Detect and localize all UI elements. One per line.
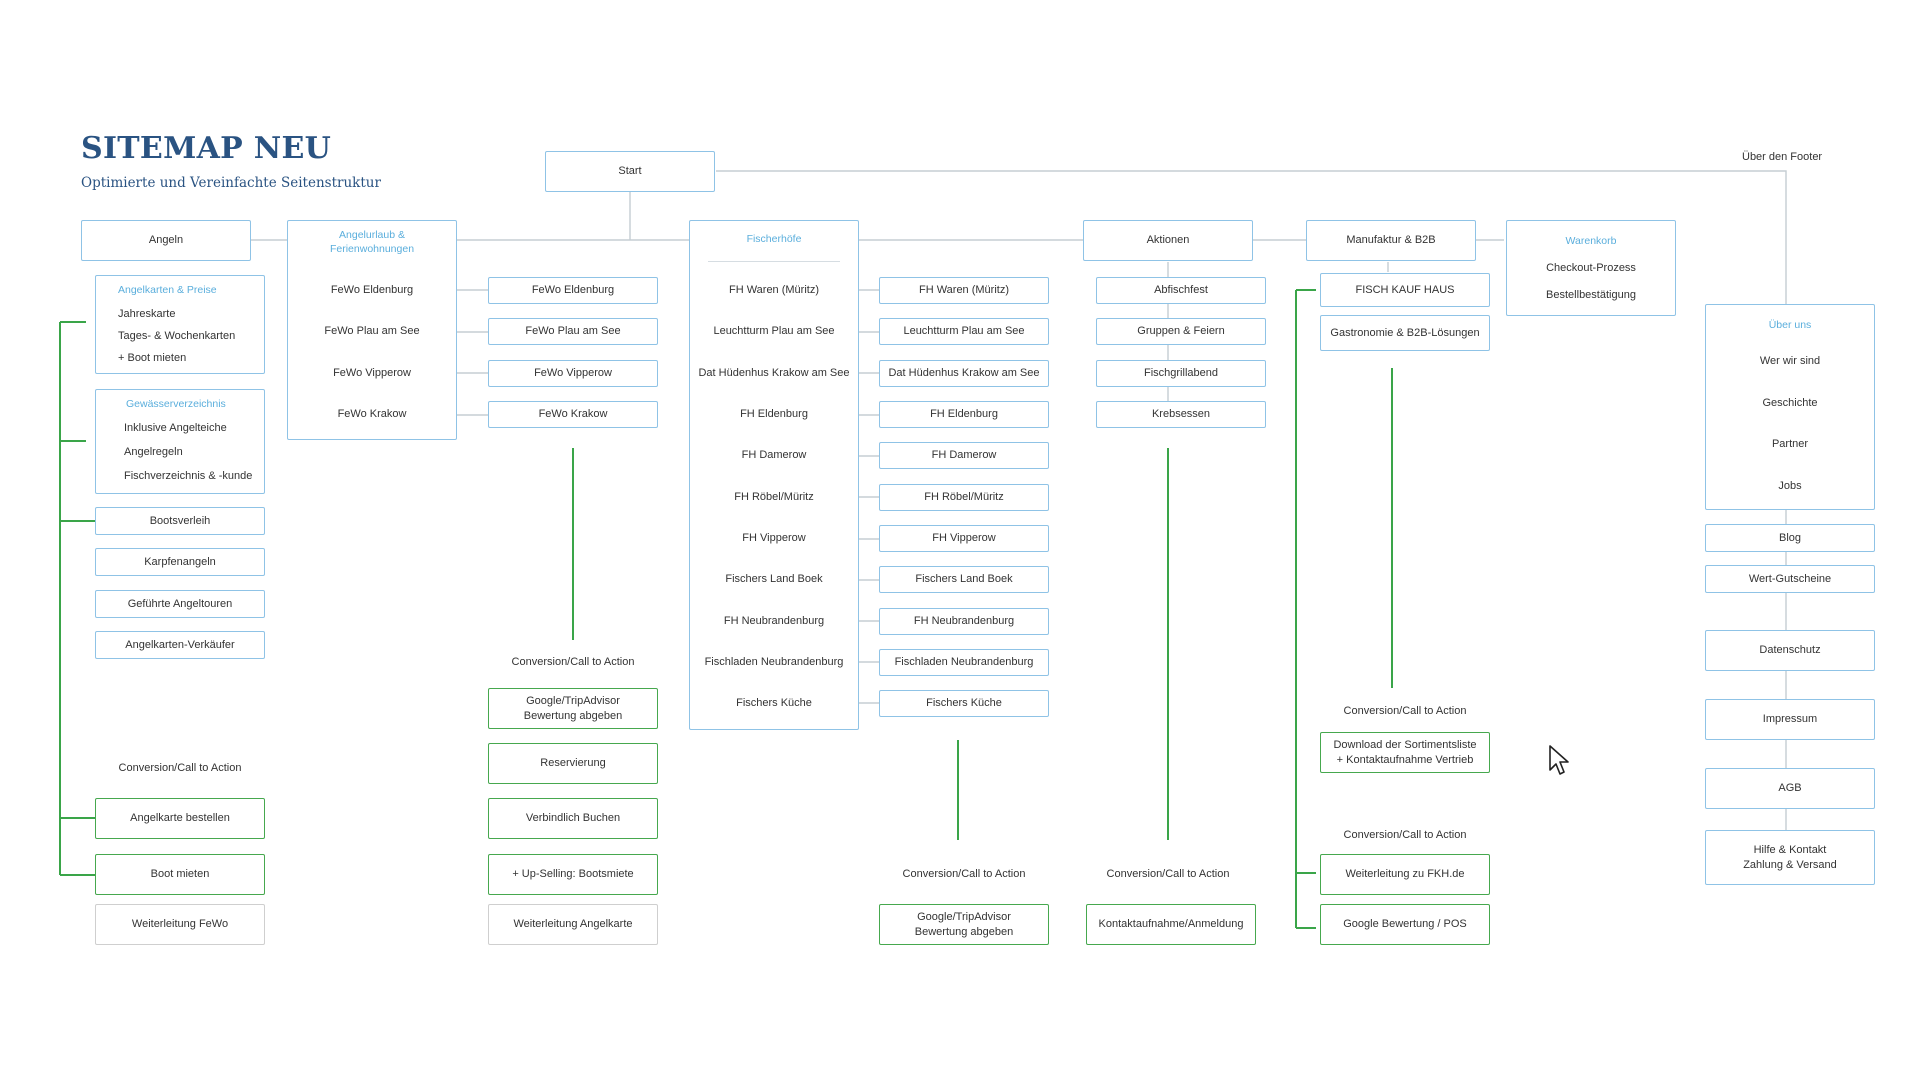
cta-google-tripadvisor[interactable]: Google/TripAdvisor Bewertung abgeben xyxy=(488,688,658,729)
list-item[interactable]: Angelregeln xyxy=(124,446,183,458)
page-fh-eldenburg[interactable]: FH Eldenburg xyxy=(879,401,1049,428)
node-angeln[interactable]: Angeln xyxy=(81,220,251,261)
group-heading: Über uns xyxy=(1768,319,1812,331)
page-leuchtturm-plau[interactable]: Leuchtturm Plau am See xyxy=(879,318,1049,345)
page-dat-huedenhus[interactable]: Dat Hüdenhus Krakow am See xyxy=(879,360,1049,387)
page-fh-neubrandenburg[interactable]: FH Neubrandenburg xyxy=(879,608,1049,635)
list-item[interactable]: Partner xyxy=(1771,438,1809,450)
redirect-fewo[interactable]: Weiterleitung FeWo xyxy=(95,904,265,945)
footer-label: Über den Footer xyxy=(1742,151,1823,163)
page-fischladen-neubrandenburg[interactable]: Fischladen Neubrandenburg xyxy=(879,649,1049,676)
cta-label: Conversion/Call to Action xyxy=(118,762,242,774)
group-angelkarten-preise[interactable]: Angelkarten & Preise Jahreskarte Tages- … xyxy=(95,275,265,374)
list-item[interactable]: FeWo Vipperow xyxy=(333,367,411,379)
cta-label: Conversion/Call to Action xyxy=(511,656,635,668)
page-title: SITEMAP NEU xyxy=(81,131,332,166)
page-datenschutz[interactable]: Datenschutz xyxy=(1705,630,1875,671)
page-gruppen-feiern[interactable]: Gruppen & Feiern xyxy=(1096,318,1266,345)
list-item[interactable]: FH Eldenburg xyxy=(740,408,808,420)
node-manufaktur[interactable]: Manufaktur & B2B xyxy=(1306,220,1476,261)
page-gastronomie-b2b[interactable]: Gastronomie & B2B-Lösungen xyxy=(1320,315,1490,351)
page-fh-roebel[interactable]: FH Röbel/Müritz xyxy=(879,484,1049,511)
page-fischgrillabend[interactable]: Fischgrillabend xyxy=(1096,360,1266,387)
page-subtitle: Optimierte und Vereinfachte Seitenstrukt… xyxy=(81,175,381,191)
page-impressum[interactable]: Impressum xyxy=(1705,699,1875,740)
list-item[interactable]: Jobs xyxy=(1778,480,1802,492)
list-item[interactable]: FH Röbel/Müritz xyxy=(734,491,814,503)
group-angelurlaub[interactable]: Angelurlaub & Ferienwohnungen FeWo Elden… xyxy=(287,220,457,440)
list-item[interactable]: Fischladen Neubrandenburg xyxy=(704,656,844,668)
list-item[interactable]: FeWo Eldenburg xyxy=(330,284,414,296)
group-heading: Warenkorb xyxy=(1565,235,1617,247)
page-fh-waren[interactable]: FH Waren (Müritz) xyxy=(879,277,1049,304)
list-item[interactable]: FeWo Plau am See xyxy=(324,325,420,337)
redirect-angelkarte[interactable]: Weiterleitung Angelkarte xyxy=(488,904,658,945)
cta-label: Conversion/Call to Action xyxy=(1106,868,1230,880)
cta-boot-mieten[interactable]: Boot mieten xyxy=(95,854,265,895)
list-item[interactable]: FH Waren (Müritz) xyxy=(728,284,820,296)
cta-up-selling-bootsmiete[interactable]: + Up-Selling: Bootsmiete xyxy=(488,854,658,895)
page-fewo-vipperow[interactable]: FeWo Vipperow xyxy=(488,360,658,387)
list-item[interactable]: FH Damerow xyxy=(741,449,807,461)
cta-verbindlich-buchen[interactable]: Verbindlich Buchen xyxy=(488,798,658,839)
mouse-cursor-icon xyxy=(1549,745,1569,775)
group-gewaesserverzeichnis[interactable]: Gewässerverzeichnis Inklusive Angelteich… xyxy=(95,389,265,494)
cta-weiterleitung-fkh[interactable]: Weiterleitung zu FKH.de xyxy=(1320,854,1490,895)
page-krebsessen[interactable]: Krebsessen xyxy=(1096,401,1266,428)
list-item[interactable]: Inklusive Angelteiche xyxy=(124,422,227,434)
list-item[interactable]: Tages- & Wochenkarten xyxy=(118,330,236,342)
page-fewo-krakow[interactable]: FeWo Krakow xyxy=(488,401,658,428)
cta-reservierung[interactable]: Reservierung xyxy=(488,743,658,784)
cta-angelkarte-bestellen[interactable]: Angelkarte bestellen xyxy=(95,798,265,839)
list-item[interactable]: Dat Hüdenhus Krakow am See xyxy=(698,367,850,379)
page-fewo-plau[interactable]: FeWo Plau am See xyxy=(488,318,658,345)
list-item[interactable]: FeWo Krakow xyxy=(337,408,407,420)
page-fh-vipperow[interactable]: FH Vipperow xyxy=(879,525,1049,552)
page-fischers-kueche[interactable]: Fischers Küche xyxy=(879,690,1049,717)
list-item[interactable]: Checkout-Prozess xyxy=(1546,262,1636,274)
page-karpfenangeln[interactable]: Karpfenangeln xyxy=(95,548,265,576)
cta-download-sortimentsliste[interactable]: Download der Sortimentsliste + Kontaktau… xyxy=(1320,732,1490,773)
cta-label: Conversion/Call to Action xyxy=(902,868,1026,880)
page-agb[interactable]: AGB xyxy=(1705,768,1875,809)
page-gefuehrte-angeltouren[interactable]: Geführte Angeltouren xyxy=(95,590,265,618)
page-fewo-eldenburg[interactable]: FeWo Eldenburg xyxy=(488,277,658,304)
group-heading: Gewässerverzeichnis xyxy=(126,398,226,410)
page-angelkarten-verkaeufer[interactable]: Angelkarten-Verkäufer xyxy=(95,631,265,659)
list-item[interactable]: Geschichte xyxy=(1762,397,1818,409)
page-fisch-kauf-haus[interactable]: FISCH KAUF HAUS xyxy=(1320,273,1490,307)
list-item[interactable]: Fischers Küche xyxy=(736,697,812,709)
group-fischerhoefe[interactable]: Fischerhöfe FH Waren (Müritz) Leuchtturm… xyxy=(689,220,859,730)
group-warenkorb[interactable]: Warenkorb Checkout-Prozess Bestellbestät… xyxy=(1506,220,1676,316)
cta-kontaktaufnahme[interactable]: Kontaktaufnahme/Anmeldung xyxy=(1086,904,1256,945)
page-hilfe-kontakt[interactable]: Hilfe & Kontakt Zahlung & Versand xyxy=(1705,830,1875,885)
page-fh-damerow[interactable]: FH Damerow xyxy=(879,442,1049,469)
page-wert-gutscheine[interactable]: Wert-Gutscheine xyxy=(1705,565,1875,593)
group-heading: Angelkarten & Preise xyxy=(118,284,217,296)
group-heading: Fischerhöfe xyxy=(746,233,802,245)
list-item[interactable]: Bestellbestätigung xyxy=(1546,289,1636,301)
page-bootsverleih[interactable]: Bootsverleih xyxy=(95,507,265,535)
list-item[interactable]: FH Neubrandenburg xyxy=(723,615,825,627)
group-heading: Angelurlaub & Ferienwohnungen xyxy=(329,229,415,255)
list-item[interactable]: + Boot mieten xyxy=(118,352,187,364)
group-ueber-uns[interactable]: Über uns Wer wir sind Geschichte Partner… xyxy=(1705,304,1875,510)
page-blog[interactable]: Blog xyxy=(1705,524,1875,552)
cta-label: Conversion/Call to Action xyxy=(1343,705,1467,717)
list-item[interactable]: Leuchtturm Plau am See xyxy=(713,325,835,337)
node-start[interactable]: Start xyxy=(545,151,715,192)
list-item[interactable]: Fischverzeichnis & -kunde xyxy=(124,470,253,482)
node-aktionen[interactable]: Aktionen xyxy=(1083,220,1253,261)
page-fischers-land-boek[interactable]: Fischers Land Boek xyxy=(879,566,1049,593)
group-divider xyxy=(708,261,840,262)
list-item[interactable]: Fischers Land Boek xyxy=(725,573,823,585)
list-item[interactable]: Jahreskarte xyxy=(118,308,176,320)
list-item[interactable]: Wer wir sind xyxy=(1759,355,1821,367)
cta-google-tripadvisor-fh[interactable]: Google/TripAdvisor Bewertung abgeben xyxy=(879,904,1049,945)
cta-label: Conversion/Call to Action xyxy=(1343,829,1467,841)
cta-google-bewertung-pos[interactable]: Google Bewertung / POS xyxy=(1320,904,1490,945)
list-item[interactable]: FH Vipperow xyxy=(742,532,806,544)
page-abfischfest[interactable]: Abfischfest xyxy=(1096,277,1266,304)
